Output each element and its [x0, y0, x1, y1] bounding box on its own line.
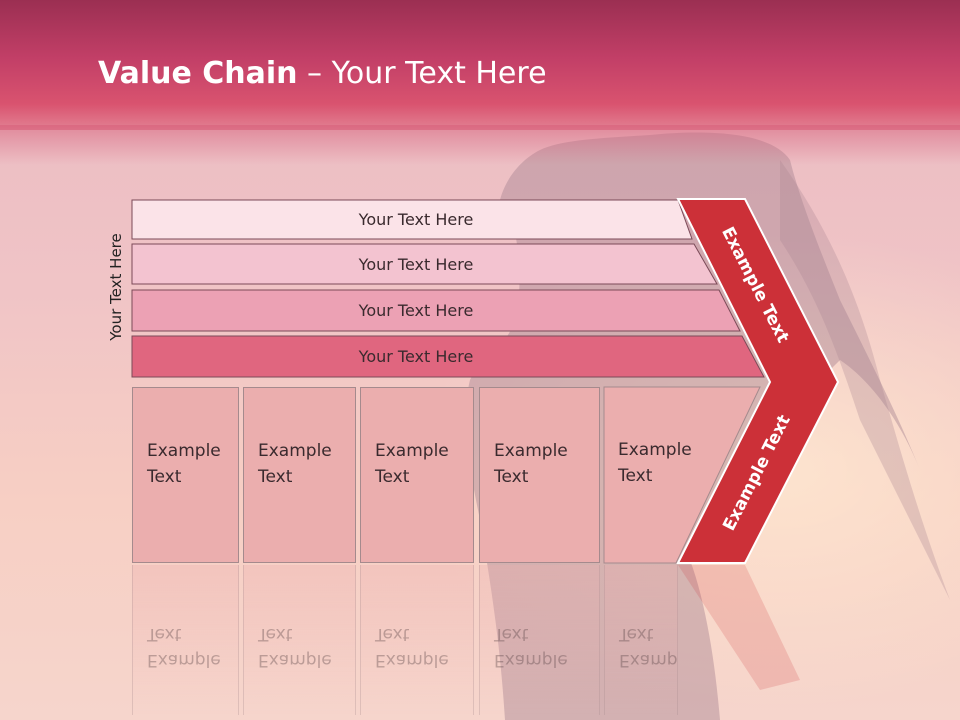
title-bar [0, 0, 960, 130]
box-shape-5 [603, 386, 761, 564]
slide-title: Value Chain – Your Text Here [98, 56, 547, 91]
box-5-line1: Example [618, 440, 692, 460]
box-3-line1: Example [375, 441, 449, 461]
title-bar-fade [0, 125, 960, 165]
bar-3-label: Your Text Here [358, 300, 474, 320]
box-1-line1: Example [147, 441, 221, 461]
bar-1-label: Your Text Here [358, 209, 474, 229]
box-4-line1: Example [494, 441, 568, 461]
bar-shape-4 [131, 335, 765, 378]
bar-shape-1 [131, 199, 693, 240]
bar-4-label: Your Text Here [358, 346, 474, 366]
chevron-reflection [678, 565, 800, 690]
box-2-line1: Example [258, 441, 332, 461]
bar-2-label: Your Text Here [358, 254, 474, 274]
bar-shape-2 [131, 243, 718, 285]
box-4-line2: Text [494, 467, 529, 487]
bar-shape-3 [131, 289, 741, 332]
chevron-shape [676, 198, 840, 564]
box-1-line2: Text [147, 467, 182, 487]
slide-title-bold: Value Chain [98, 56, 298, 91]
box-3-line2: Text [375, 467, 410, 487]
slide-title-rest: – Your Text Here [297, 56, 547, 91]
box-2-line2: Text [258, 467, 293, 487]
box-5-line2: Text [618, 466, 653, 486]
